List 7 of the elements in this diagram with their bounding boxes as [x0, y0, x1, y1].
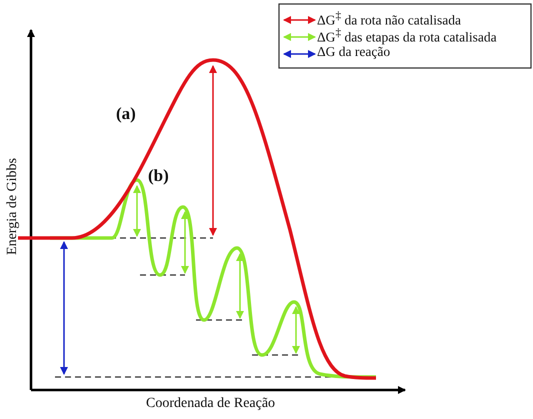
legend-label: ΔG$^{‡}$ das etapas da rota catalisada [317, 27, 497, 46]
curve-label: (b) [148, 166, 169, 186]
legend-label: ΔG da reação [317, 44, 390, 60]
legend-label: ΔG$^{‡}$ da rota não catalisada [317, 10, 462, 28]
axis-title: Coordenada de Reação [146, 396, 276, 412]
axis-title: Energia de Gibbs [5, 158, 21, 255]
curve-label: (a) [116, 104, 136, 124]
